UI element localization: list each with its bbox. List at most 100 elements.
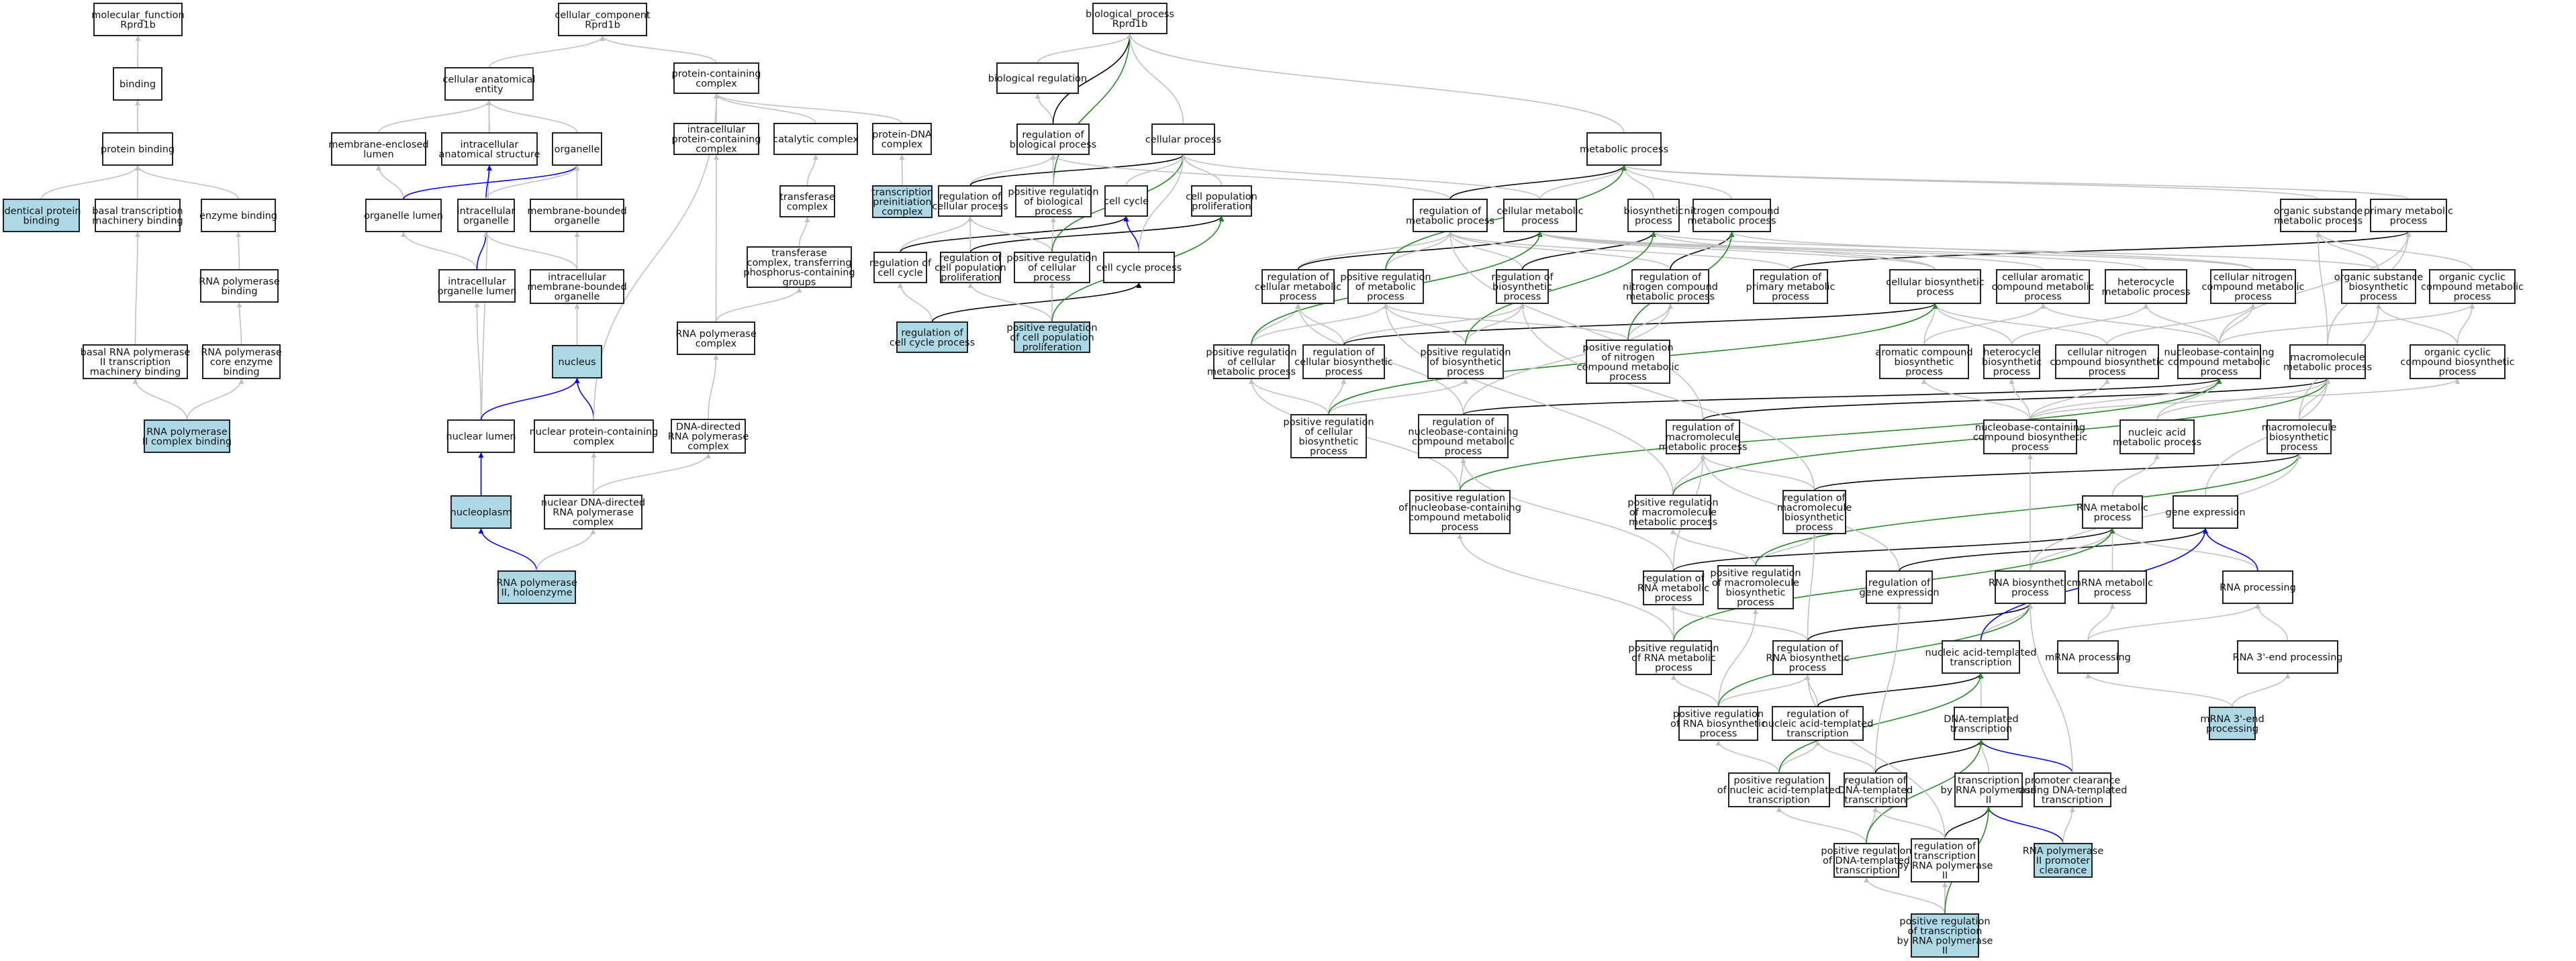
node-box[interactable] (872, 185, 933, 218)
node-box[interactable] (872, 123, 932, 155)
node-box[interactable] (2222, 570, 2293, 604)
node-box[interactable] (940, 252, 1001, 283)
node-box[interactable] (202, 344, 281, 379)
node-box[interactable] (1103, 252, 1175, 283)
node-box[interactable] (2410, 344, 2506, 379)
go-term-node-rnaproc[interactable]: RNA processing (2220, 570, 2296, 604)
node-box[interactable] (2370, 199, 2447, 232)
node-box[interactable] (200, 269, 279, 303)
node-box[interactable] (1631, 269, 1709, 304)
node-box[interactable] (1772, 706, 1864, 741)
node-box[interactable] (2057, 640, 2119, 674)
node-box[interactable] (2055, 344, 2159, 379)
node-box[interactable] (201, 199, 276, 232)
go-term-node-cellcycle[interactable]: cell cycle (1104, 185, 1149, 217)
node-box[interactable] (677, 321, 755, 355)
go-term-node-regmacrobiosyn[interactable]: regulation ofmacromoleculebiosyntheticpr… (1777, 490, 1852, 534)
node-box[interactable] (1104, 185, 1148, 217)
node-box[interactable] (552, 132, 602, 166)
node-box[interactable] (1347, 269, 1424, 304)
node-box[interactable] (1290, 414, 1367, 458)
node-box[interactable] (671, 419, 746, 454)
go-term-node-catcx[interactable]: catalytic complex (773, 123, 859, 155)
go-term-node-protbind[interactable]: protein binding (101, 132, 175, 166)
node-box[interactable] (1413, 199, 1488, 232)
node-box[interactable] (779, 185, 835, 217)
go-term-node-metproc[interactable]: metabolic process (1580, 132, 1668, 166)
node-box[interactable] (3, 199, 80, 232)
node-box[interactable] (1879, 344, 1969, 379)
node-box[interactable] (1016, 123, 1090, 155)
node-box[interactable] (1728, 772, 1830, 807)
node-box[interactable] (530, 269, 624, 304)
node-box[interactable] (1844, 772, 1907, 807)
node-box[interactable] (873, 252, 927, 283)
node-box[interactable] (1678, 706, 1758, 741)
go-term-node-mrnaproc[interactable]: mRNA processing (2045, 640, 2131, 674)
go-term-node-enzbind[interactable]: enzyme binding (199, 199, 277, 232)
go-term-node-nuclumen[interactable]: nuclear lumen (446, 419, 516, 453)
node-box[interactable] (1643, 570, 1704, 605)
node-box[interactable] (1911, 838, 1979, 882)
node-box[interactable] (1586, 340, 1670, 384)
node-box[interactable] (1983, 419, 2077, 454)
node-box[interactable] (1213, 344, 1290, 379)
node-box[interactable] (2034, 843, 2093, 878)
node-box[interactable] (2119, 419, 2195, 454)
node-box[interactable] (1995, 570, 2066, 604)
node-box[interactable] (1753, 269, 1828, 304)
node-box[interactable] (2210, 269, 2296, 304)
node-box[interactable] (558, 3, 647, 36)
